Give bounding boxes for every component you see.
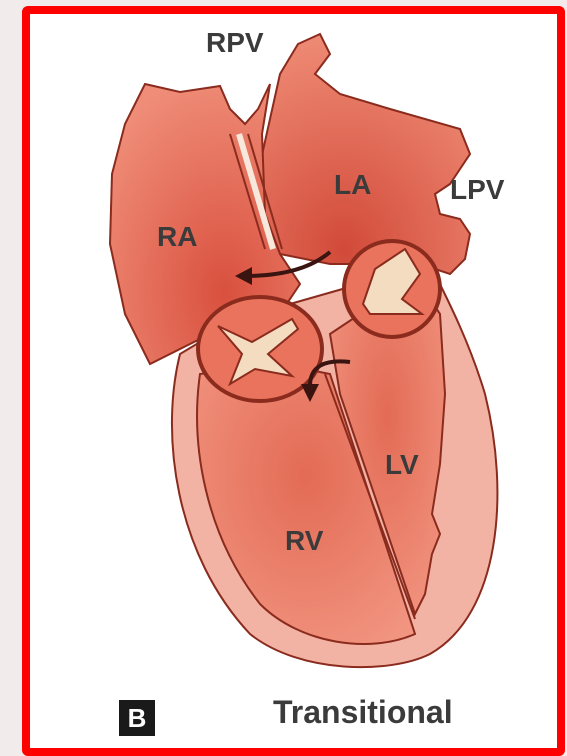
- lpv-label: LPV: [450, 174, 505, 205]
- caption: Transitional: [273, 694, 453, 731]
- lv-label: LV: [385, 449, 419, 480]
- la-label: LA: [334, 169, 371, 200]
- panel-letter: B: [119, 700, 155, 736]
- heart-diagram: RPV LPV LA RA LV RV: [30, 14, 557, 748]
- rpv-label: RPV: [206, 27, 264, 58]
- rv-label: RV: [285, 525, 324, 556]
- ra-label: RA: [157, 221, 197, 252]
- left-atrium-wall: [260, 34, 470, 274]
- figure-frame: RPV LPV LA RA LV RV B Transitional: [22, 6, 565, 756]
